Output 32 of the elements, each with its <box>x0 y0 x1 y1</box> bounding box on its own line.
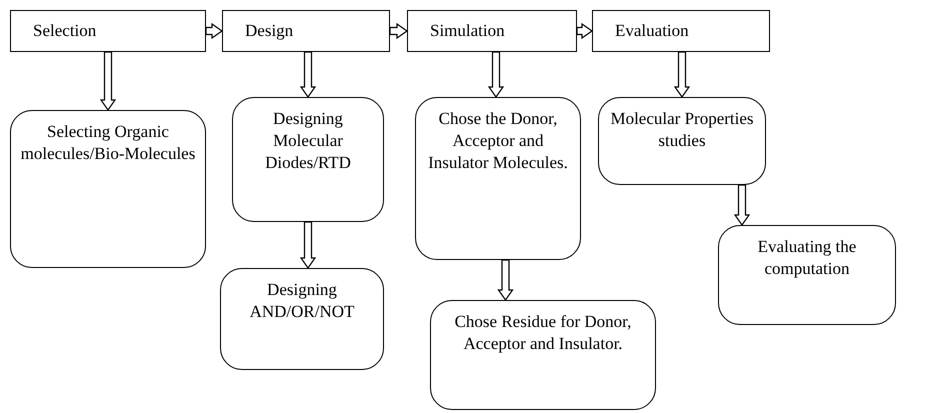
arrow <box>674 51 690 98</box>
node-text: Chose the Donor, Acceptor and Insulator Molecules. <box>427 108 569 174</box>
arrow <box>300 51 316 98</box>
node-text: Evaluation <box>615 20 689 42</box>
arrow <box>100 51 116 112</box>
process-box <box>598 97 766 185</box>
node-text: Simulation <box>430 20 505 42</box>
arrow <box>734 184 750 226</box>
node-text: Selecting Organic molecules/Bio-Molecules <box>20 121 196 166</box>
node-text: Molecular Properties studies <box>609 108 755 152</box>
arrow <box>488 51 504 98</box>
process-box <box>718 225 896 325</box>
arrow <box>389 22 408 40</box>
arrow <box>205 22 224 40</box>
node-text: Chose Residue for Donor, Acceptor and Insulator. <box>454 311 632 356</box>
stage-box <box>222 10 390 52</box>
node-text: Designing AND/OR/NOT <box>248 279 356 324</box>
arrow <box>576 22 594 40</box>
process-box <box>220 268 384 370</box>
process-box <box>10 110 206 268</box>
arrow <box>497 259 514 302</box>
node-text: Selection <box>33 20 96 42</box>
stage-box <box>592 10 770 52</box>
arrow <box>300 221 316 270</box>
stage-box <box>10 10 206 52</box>
node-text: Design <box>245 20 294 42</box>
node-text: Designing Molecular Diodes/RTD <box>264 108 352 174</box>
process-box <box>430 300 656 410</box>
process-box <box>415 97 581 260</box>
process-box <box>232 97 384 222</box>
node-text: Evaluating the computation <box>756 236 858 280</box>
stage-box <box>407 10 577 52</box>
